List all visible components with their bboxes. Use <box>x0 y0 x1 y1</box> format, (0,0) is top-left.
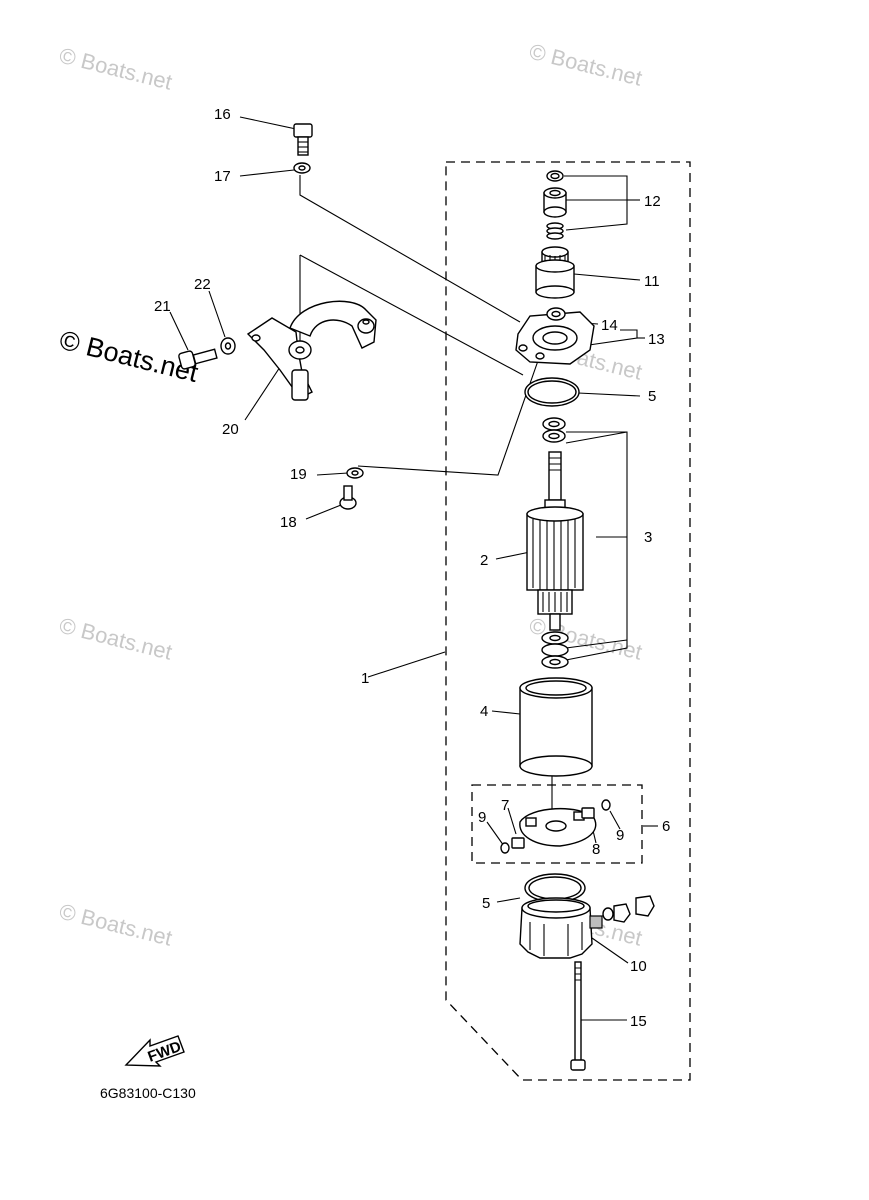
spring-9-left <box>500 842 510 854</box>
spring-12 <box>546 222 564 240</box>
bolt-16 <box>293 123 313 156</box>
front-bracket-13 <box>515 311 595 365</box>
washer-19 <box>346 467 364 479</box>
callout-5-bottom: 5 <box>482 895 490 912</box>
o-ring-5-bottom <box>524 873 586 903</box>
washer-set-3-bottom <box>541 631 569 669</box>
fwd-direction-arrow: FWD <box>124 1035 185 1067</box>
callout-11: 11 <box>644 273 660 290</box>
screw-18 <box>339 485 357 510</box>
washer-set-3-top <box>542 417 566 443</box>
callout-7: 7 <box>501 797 509 814</box>
callout-16: 16 <box>214 106 231 123</box>
callout-14: 14 <box>601 317 618 334</box>
diagram-code: 6G83100-C130 <box>100 1085 196 1101</box>
bushing-14 <box>546 307 566 321</box>
brush-holder-boundary <box>471 784 643 864</box>
watermark: © Boats.net <box>57 613 175 665</box>
bolt-21 <box>178 348 218 370</box>
callout-20: 20 <box>222 421 239 438</box>
callout-19: 19 <box>290 466 307 483</box>
washer-22 <box>220 337 236 355</box>
watermark: © Boats.net <box>57 43 175 95</box>
bracket-20 <box>246 300 377 401</box>
brush-holder-6 <box>519 808 597 847</box>
callout-8: 8 <box>592 841 600 858</box>
callout-10: 10 <box>630 958 647 975</box>
callout-9-left: 9 <box>478 809 486 826</box>
armature-2 <box>526 451 584 631</box>
callout-17: 17 <box>214 168 231 185</box>
fwd-label: FWD <box>146 1038 184 1066</box>
spring-9-right <box>601 799 611 811</box>
o-ring-5-top <box>524 377 580 407</box>
brush-8 <box>581 807 595 819</box>
callout-4: 4 <box>480 703 488 720</box>
callout-2: 2 <box>480 552 488 569</box>
callout-18: 18 <box>280 514 297 531</box>
clip-12 <box>546 170 564 182</box>
callout-1: 1 <box>361 670 369 687</box>
watermark: © Boats.net <box>57 899 175 951</box>
yoke-4 <box>519 677 593 777</box>
rear-cover-10 <box>519 895 655 959</box>
stopper-12 <box>543 187 567 218</box>
callout-6: 6 <box>662 818 670 835</box>
starter-assembly-boundary <box>445 161 691 1081</box>
pinion-11 <box>535 246 575 299</box>
through-bolt-15 <box>570 961 586 1071</box>
callout-13: 13 <box>648 331 665 348</box>
callout-5-top: 5 <box>648 388 656 405</box>
callout-3: 3 <box>644 529 652 546</box>
callout-22: 22 <box>194 276 211 293</box>
callout-12: 12 <box>644 193 661 210</box>
washer-17 <box>293 162 311 174</box>
watermark: © Boats.net <box>527 39 645 91</box>
callout-9-right: 9 <box>616 827 624 844</box>
brush-7 <box>511 837 525 849</box>
callout-15: 15 <box>630 1013 647 1030</box>
callout-21: 21 <box>154 298 171 315</box>
leader-lines <box>169 116 658 1021</box>
